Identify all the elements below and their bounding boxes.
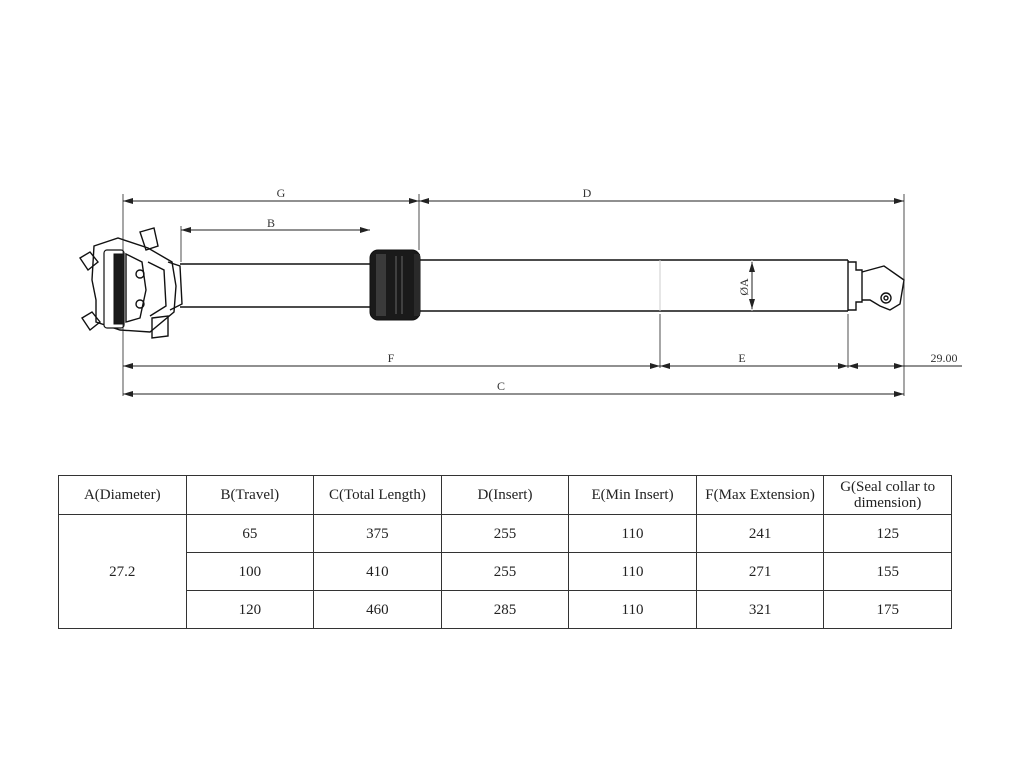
cell-seal-collar: 125: [823, 514, 952, 553]
header-seal-collar: G(Seal collar to dimension): [823, 475, 952, 515]
dimension-b: B: [181, 216, 370, 233]
header-max-extension: F(Max Extension): [695, 475, 825, 515]
cell-seal-collar: 175: [823, 590, 952, 629]
seal-collar: [369, 249, 421, 321]
cell-diameter: 27.2: [58, 514, 187, 629]
seatpost-technical-drawing: G D B ØA F E 29.00 C: [79, 186, 962, 397]
label-g: G: [277, 186, 286, 200]
dimension-a: ØA: [737, 262, 755, 309]
label-a: ØA: [737, 278, 751, 296]
dimension-offset: 29.00: [848, 351, 962, 369]
table-header-row: A(Diameter) B(Travel) C(Total Length) D(…: [58, 475, 952, 515]
cell-travel: 65: [185, 514, 315, 553]
dimension-f: F: [123, 351, 660, 369]
label-b: B: [267, 216, 275, 230]
header-insert: D(Insert): [440, 475, 570, 515]
dimension-c: C: [123, 379, 904, 397]
cell-total-length: 410: [313, 552, 442, 591]
cell-travel: 120: [185, 590, 315, 629]
cell-travel: 100: [185, 552, 315, 591]
header-total-length: C(Total Length): [313, 475, 442, 515]
seatpost-outline: [79, 227, 905, 339]
cell-max-extension: 271: [695, 552, 825, 591]
cable-actuator: [848, 261, 905, 311]
header-diameter: A(Diameter): [58, 475, 187, 515]
cell-insert: 255: [440, 552, 570, 591]
dimension-e: E: [660, 351, 848, 369]
dimension-d: D: [419, 186, 904, 204]
lower-tube: [420, 259, 849, 312]
cell-min-insert: 110: [568, 590, 697, 629]
saddle-clamp-head: [79, 227, 183, 339]
header-travel: B(Travel): [185, 475, 315, 515]
label-c: C: [497, 379, 505, 393]
label-e: E: [738, 351, 745, 365]
upper-stanchion: [180, 263, 372, 308]
cell-min-insert: 110: [568, 514, 697, 553]
cell-min-insert: 110: [568, 552, 697, 591]
cell-total-length: 460: [313, 590, 442, 629]
dimension-spec-table: A(Diameter) B(Travel) C(Total Length) D(…: [58, 475, 952, 629]
cell-max-extension: 321: [695, 590, 825, 629]
table-row: 27.2 65 375 255 110 241 125: [58, 514, 952, 629]
label-f: F: [388, 351, 395, 365]
header-min-insert: E(Min Insert): [568, 475, 697, 515]
cell-max-extension: 241: [695, 514, 825, 553]
cell-insert: 285: [440, 590, 570, 629]
table-row: 100 410 255 110 271 155: [59, 552, 952, 591]
cell-seal-collar: 155: [823, 552, 952, 591]
cell-total-length: 375: [313, 514, 442, 553]
dimension-g: G: [123, 186, 419, 204]
cell-insert: 255: [440, 514, 570, 553]
label-offset: 29.00: [931, 351, 958, 365]
label-d: D: [583, 186, 592, 200]
table-row: 120 460 285 110 321 175: [59, 590, 952, 629]
